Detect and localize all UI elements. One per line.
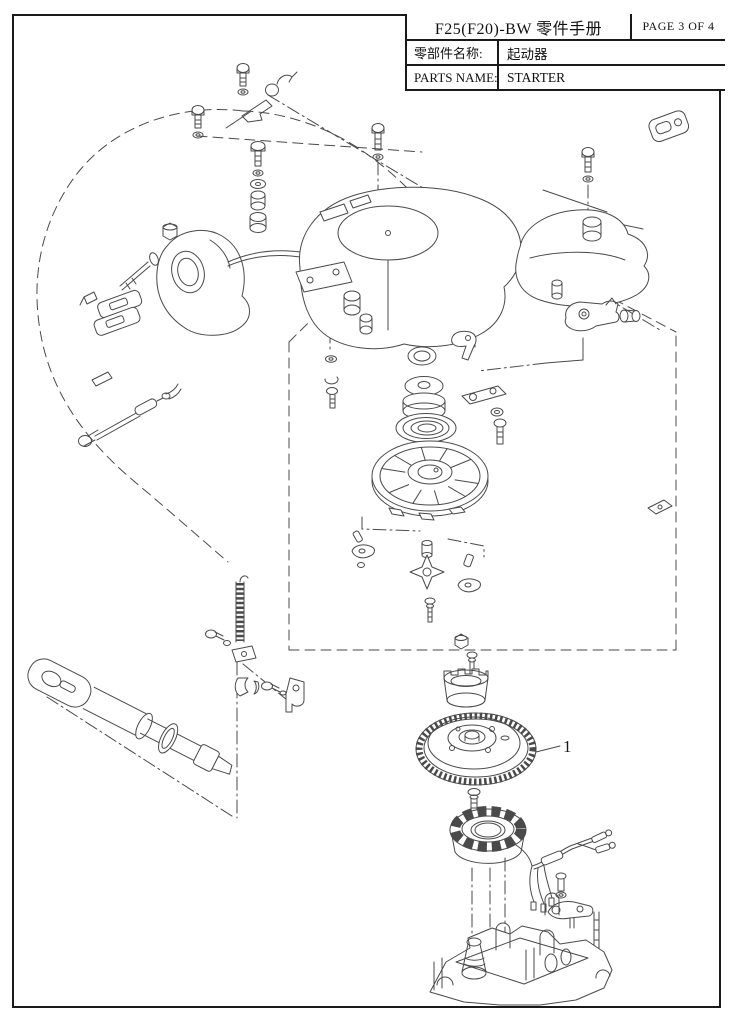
rope-pulley-wheel: [371, 440, 489, 521]
spring-and-sheave-stack: [395, 346, 507, 445]
cable-assembly: [78, 371, 182, 447]
part-name-cn-row: 零部件名称: 起动器: [407, 41, 725, 66]
callout-1: 1: [535, 737, 572, 756]
callout-1-number: 1: [563, 737, 572, 756]
page-border: [12, 14, 721, 1008]
part-name-cn-label: 零部件名称:: [414, 46, 483, 61]
part-name-en-label: PARTS NAME:: [414, 69, 497, 85]
part-name-en-value: STARTER: [497, 66, 725, 89]
washer-circlip-screw: [324, 355, 339, 409]
bell-housing-and-latch: [79, 222, 375, 336]
manual-title: F25(F20)-BW 零件手册: [434, 20, 603, 38]
title-row: F25(F20)-BW 零件手册 PAGE 3 OF 4: [407, 14, 725, 41]
flywheel-ring-gear: [415, 712, 537, 786]
flywheel-bolt: [467, 788, 481, 815]
pawl-and-cam-parts: [351, 499, 673, 623]
recoil-starter-housing: [295, 186, 522, 350]
part-name-cn-value: 起动器: [497, 41, 725, 64]
linkage-spring-and-brackets: [205, 575, 305, 713]
title-block: F25(F20)-BW 零件手册 PAGE 3 OF 4 零部件名称: 起动器 …: [405, 14, 725, 91]
part-name-en-row: PARTS NAME: STARTER: [407, 66, 725, 89]
top-bolts-and-washers: [191, 63, 690, 233]
rocker-and-lever-parts: [451, 279, 641, 372]
engine-block: [429, 892, 613, 1006]
starter-ratchet-cup: [443, 633, 489, 708]
starter-handle-assembly: [27, 658, 288, 819]
flywheel-cover-housing: [515, 209, 650, 307]
page-number: PAGE 3 OF 4: [630, 14, 725, 39]
cowling-outline: [36, 109, 425, 563]
stator-assembly: [449, 806, 533, 867]
